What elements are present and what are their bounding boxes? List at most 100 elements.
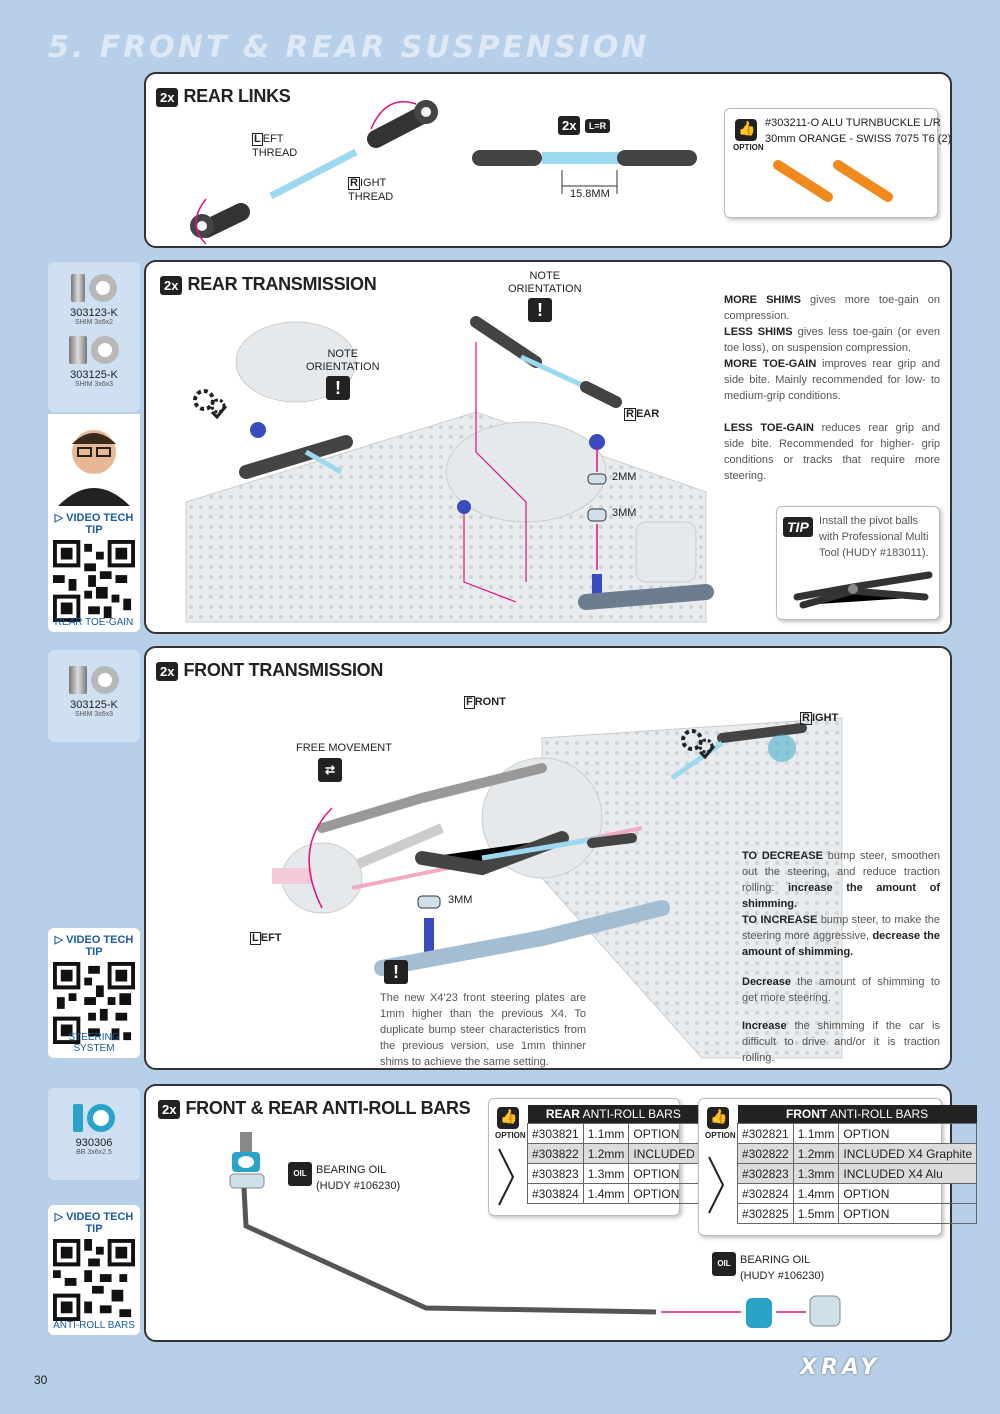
- video-tip-foot-3: ANTI-ROLL BARS: [53, 1320, 135, 1331]
- shim-pn-3: 303125-K: [70, 699, 118, 711]
- video-tip-foot-2: STEERING SYSTEM: [68, 1032, 120, 1054]
- spacer-3mm-front: 3mm: [448, 894, 473, 906]
- shim-desc-1: SHIM 3x6x2: [74, 319, 114, 326]
- brace-icon: [708, 1156, 725, 1214]
- x4-23-note-text: The new X4'23 front steering plates are …: [380, 992, 586, 1068]
- anti-roll-title: 2x FRONT & REAR ANTI-ROLL BARS: [158, 1098, 471, 1119]
- bb-pn: 930306: [75, 1137, 113, 1149]
- page-title: 5. FRONT & REAR SUSPENSION: [48, 30, 650, 65]
- brace-icon: [498, 1148, 515, 1206]
- option-label: OPTION: [495, 1131, 526, 1140]
- rear-table-header: REAR ANTI-ROLL BARS: [527, 1105, 700, 1124]
- more-toe-gain-text: MORE TOE-GAIN improves rear grip and sid…: [724, 358, 941, 402]
- shim-card-rear: 303123-K SHIM 3x6x2 303125-K SHIM 3x6x3: [48, 262, 140, 412]
- rear-transmission-illustration: [185, 316, 714, 623]
- shim-3x6x3-icon: [69, 666, 119, 694]
- page-number: 30: [34, 1373, 48, 1387]
- shim-desc-2: SHIM 3x6x3: [74, 381, 114, 388]
- ball-bearing-icon: [73, 1104, 115, 1132]
- option-text-2: 30mm ORANGE - SWISS 7075 T6 (2): [765, 133, 952, 145]
- shims-text: MORE SHIMS gives more toe-gain on compre…: [724, 294, 940, 354]
- presenter-avatar: [48, 414, 140, 506]
- decrease-bump-steer-text: TO DECREASE bump steer, smoothen out the…: [742, 850, 940, 910]
- qr-code-rear-toe[interactable]: [53, 540, 135, 622]
- assembled-link-illustration: [472, 150, 697, 194]
- brand-logo: XRAY: [800, 1355, 881, 1380]
- orange-turnbuckle-illustration: [773, 160, 893, 202]
- oil-icon-1: OIL: [288, 1162, 312, 1186]
- qr-code-anti-roll[interactable]: [53, 1239, 135, 1321]
- bearing-oil-label-1: BEARING OIL(HUDY #106230): [316, 1164, 401, 1192]
- video-tip-foot-1: REAR TOE-GAIN: [54, 617, 134, 628]
- tip-text: Install the pivot balls with Professiona…: [819, 515, 929, 559]
- tool-gear-icon: [193, 389, 228, 420]
- option-text-1: #303211-O ALU TURNBUCKLE L/R: [765, 117, 941, 129]
- decrease-shimming-text: Decrease the amount of shimming to get m…: [742, 976, 940, 1004]
- qr-code-steering[interactable]: [53, 962, 135, 1044]
- option-thumb-icon: [735, 119, 757, 141]
- video-tip-head-3: ▷ VIDEO TECH TIP: [54, 1211, 134, 1235]
- bearing-card: 930306 BB 3x6x2.5: [48, 1088, 140, 1180]
- anti-roll-bar-illustration: [229, 1132, 841, 1328]
- front-transmission-illustration: [272, 717, 843, 1059]
- front-transmission-title: 2x FRONT TRANSMISSION: [156, 660, 383, 681]
- increase-bump-steer-text: TO INCREASE bump steer, to make the stee…: [742, 914, 940, 958]
- rear-links-title: 2x REAR LINKS: [156, 86, 291, 107]
- option-turnbuckle-box: OPTION #303211-O ALU TURNBUCKLE L/R 30mm…: [724, 108, 951, 218]
- video-tip-card-rear-toe[interactable]: ▷ VIDEO TECH TIP REAR TOE-GAIN: [48, 414, 140, 632]
- qty-badge: 2x: [156, 87, 179, 107]
- multi-tool-pliers-illustration: [793, 571, 933, 609]
- option-thumb-icon: [497, 1107, 519, 1129]
- video-tip-card-steering[interactable]: ▷ VIDEO TECH TIP STEERING SYSTEM: [48, 928, 140, 1058]
- video-tip-card-anti-roll[interactable]: ▷ VIDEO TECH TIP ANTI-ROLL BARS: [48, 1205, 140, 1335]
- warning-icon-front: !: [384, 960, 408, 984]
- oil-icon-2: OIL: [712, 1252, 736, 1276]
- free-movement-icon: ⇄: [318, 758, 342, 782]
- warning-icon-1: !: [528, 298, 552, 322]
- less-toe-gain-text: LESS TOE-GAIN reduces rear grip and side…: [724, 422, 940, 482]
- tip-badge: TIP: [783, 517, 813, 537]
- option-thumb-icon: [707, 1107, 729, 1129]
- shim-3x6x3-icon: [69, 336, 119, 364]
- warning-icon-2: !: [326, 376, 350, 400]
- video-tip-head-2: ▷ VIDEO TECH TIP: [54, 934, 134, 958]
- shim-pn-1: 303123-K: [70, 307, 118, 319]
- video-tip-head-1: ▷ VIDEO TECH TIP: [54, 512, 134, 536]
- bearing-oil-label-2: BEARING OIL(HUDY #106230): [740, 1254, 825, 1282]
- rear-transmission-title: 2x REAR TRANSMISSION: [160, 274, 377, 295]
- increase-shimming-text: Increase the shimming if the car is diff…: [742, 1020, 940, 1064]
- tool-gear-icon: [681, 729, 716, 760]
- spacer-3mm: 3mm: [612, 507, 637, 519]
- rear-anti-roll-option-box: OPTION REAR ANTI-ROLL BARS #3038211.1mmO…: [488, 1098, 700, 1216]
- front-anti-roll-option-box: OPTION FRONT ANTI-ROLL BARS #3028211.1mm…: [698, 1098, 978, 1236]
- assembled-qty: 2x L=R: [558, 116, 611, 135]
- shim-card-front: 303125-K SHIM 3x6x3: [48, 650, 140, 742]
- spacer-2mm: 2mm: [612, 471, 637, 483]
- shim-desc-3: SHIM 3x6x3: [74, 711, 114, 718]
- link-length: 15.8mm: [570, 188, 610, 200]
- shim-3x6x2-icon: [71, 274, 117, 302]
- anti-roll-panel: 2x FRONT & REAR ANTI-ROLL BARS OIL BEARI…: [144, 1084, 978, 1342]
- shim-pn-2: 303125-K: [70, 369, 118, 381]
